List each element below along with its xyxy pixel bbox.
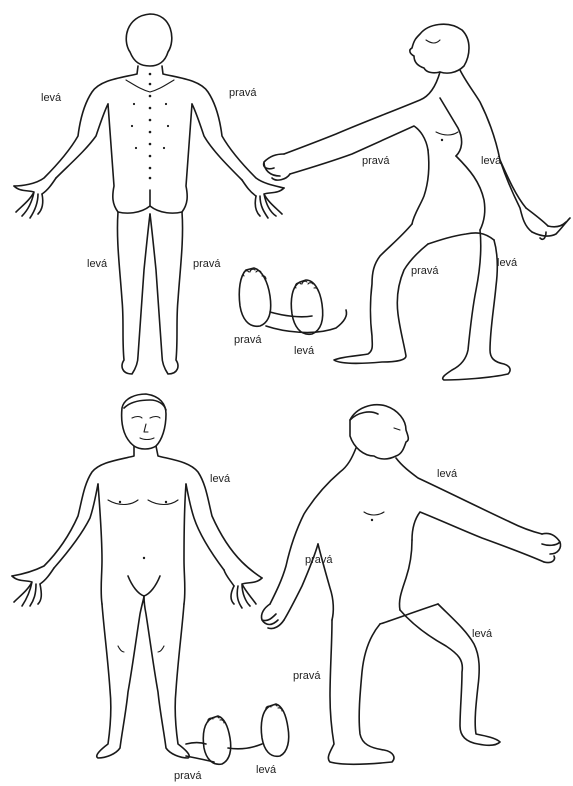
label-soles1-left: levá: [294, 346, 314, 357]
label-back-leg-right: pravá: [193, 259, 221, 270]
label-back-right: pravá: [229, 88, 257, 99]
label-side2-arm-right: pravá: [305, 555, 333, 566]
label-side1-arm-right: pravá: [362, 156, 390, 167]
label-soles1-right: pravá: [234, 335, 262, 346]
side-view-figure-bottom: [261, 405, 560, 765]
side-view-figure-top: [264, 24, 570, 380]
label-soles2-right: pravá: [174, 771, 202, 782]
label-front-left: levá: [210, 474, 230, 485]
label-back-left: levá: [41, 93, 61, 104]
label-side2-arm-left: levá: [437, 469, 457, 480]
label-side1-leg-right: pravá: [411, 266, 439, 277]
label-soles2-left: levá: [256, 765, 276, 776]
front-view-figure: [12, 394, 262, 758]
label-side2-leg-right: pravá: [293, 671, 321, 682]
label-back-leg-left: levá: [87, 259, 107, 270]
soles-top: [239, 268, 346, 334]
soles-bottom: [186, 704, 289, 764]
back-view-figure: [14, 14, 284, 374]
label-side1-leg-left: levá: [497, 258, 517, 269]
label-side1-arm-left: levá: [481, 156, 501, 167]
label-side2-leg-left: levá: [472, 629, 492, 640]
